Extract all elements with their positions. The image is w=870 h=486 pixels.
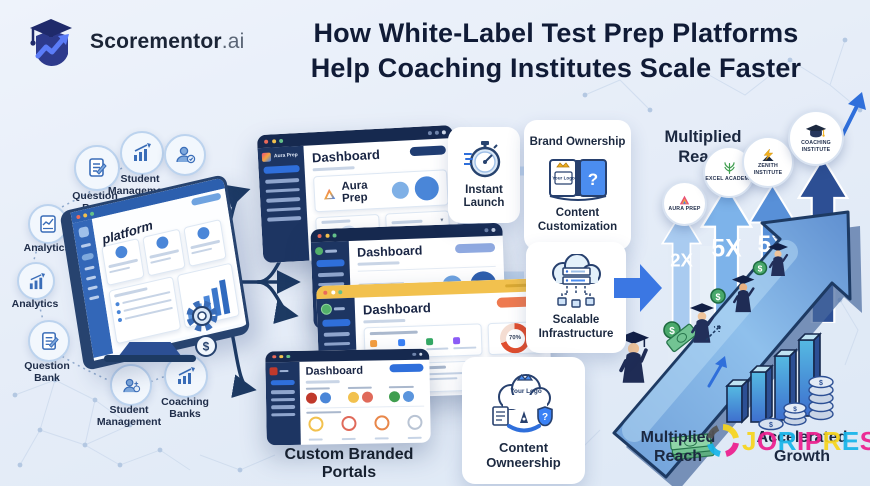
student-profile-icon xyxy=(176,146,196,164)
question-bank-feature-2 xyxy=(28,320,70,362)
feature-label: Student Management xyxy=(96,404,162,429)
svg-text:$: $ xyxy=(793,406,797,413)
brand-logo-block: Scorementor.ai xyxy=(22,14,245,70)
svg-text:$: $ xyxy=(758,264,763,274)
multiplier-5x: 5X xyxy=(711,236,742,263)
content-ownership-card: Your Logo ? Content Owneership xyxy=(462,357,585,484)
custom-branded-portals-label: Custom Branded Portals xyxy=(284,446,414,481)
sidebar-brand-label: Aura Prep xyxy=(273,151,298,160)
scalable-infrastructure-label: Scalable Infrastructure xyxy=(538,314,614,340)
instant-launch-card: Instant Launch xyxy=(448,127,520,223)
growth-chart-icon xyxy=(134,143,151,161)
badge-coaching-institute: COACHING INSTITUTE xyxy=(788,110,844,166)
brand-name: Scorementor.ai xyxy=(90,30,245,53)
watermark-text: JORIPRESS xyxy=(742,425,870,456)
aura-prep-badge-icon xyxy=(679,195,690,205)
growth-bar-chart: $ $ $ xyxy=(707,332,834,431)
graduate-figure xyxy=(618,331,649,383)
svg-text:$: $ xyxy=(769,422,773,429)
aura-prep-logo-icon xyxy=(324,188,336,200)
dashboard-heading: Dashboard xyxy=(305,364,364,378)
question-mark-glyph: ? xyxy=(587,170,597,189)
diagonal-growth-arrow: $ $ $ xyxy=(612,210,862,486)
students-icon xyxy=(122,378,140,392)
page-title: How White-Label Test Prep Platforms Help… xyxy=(258,16,854,86)
content-ownership-label: Content Owneership xyxy=(486,439,561,470)
badge-zenith-institute: ZENITH INSTITUTE xyxy=(742,136,794,188)
dollar-coin-icon: $ xyxy=(195,335,217,357)
aura-prep-brand-name: Aura Prep xyxy=(341,179,368,205)
dashboard-card-fourth: Dashboard xyxy=(265,348,431,446)
dashboard-heading: Dashboard xyxy=(362,300,432,318)
feature-label: Analytics xyxy=(11,298,59,310)
feature-label: Question Bank xyxy=(24,360,70,385)
content-customization-label: Content Customization xyxy=(537,207,618,233)
badge-aura-prep: AURA PREP xyxy=(662,181,707,226)
badge-name: AURA PREP xyxy=(668,205,701,212)
donut-value: 70% xyxy=(505,328,525,348)
dollar-coin-icon: $ xyxy=(752,260,768,276)
dashboard-heading: Dashboard xyxy=(356,243,423,260)
your-logo-text: Your Logo xyxy=(552,176,575,181)
trend-chart-icon xyxy=(178,367,195,384)
dashboard-heading: Dashboard xyxy=(311,146,381,166)
svg-text:$: $ xyxy=(715,292,720,302)
graduate-figure xyxy=(690,303,715,343)
transition-arrow-icon xyxy=(614,264,662,312)
cloud-crown-logo-icon: Your Logo ? xyxy=(491,373,553,433)
scorementor-logo-icon xyxy=(30,19,72,67)
instant-launch-label: Instant Launch xyxy=(463,183,505,209)
zenith-institute-badge-icon xyxy=(762,148,774,162)
watermark-logo-icon xyxy=(707,424,739,457)
question-bank-feature xyxy=(74,145,120,191)
feature-label: Analytics xyxy=(23,242,71,254)
brand-ownership-card: Brand Ownership Your Logo ? Content Cust… xyxy=(524,120,631,250)
gear-and-coin-decor: $ xyxy=(186,300,218,357)
graduation-cap-icon xyxy=(805,124,827,138)
document-edit-icon xyxy=(89,158,107,177)
coin-stack-icon: $ xyxy=(783,402,807,426)
cloud-server-icon xyxy=(552,254,601,308)
analytics-feature-2 xyxy=(17,262,55,300)
document-edit-icon xyxy=(41,331,59,350)
title-line-2: Help Coaching Institutes Scale Faster xyxy=(310,53,802,84)
svg-text:$: $ xyxy=(203,340,210,354)
excel-academy-badge-icon xyxy=(723,162,735,174)
branded-book-icon: Your Logo ? xyxy=(548,159,607,202)
money-bill-stack xyxy=(669,433,715,461)
multiplied-reach-bottom-label: Multiplied Reach xyxy=(640,429,716,466)
student-profile-feature xyxy=(164,134,206,176)
dollar-coin-icon: $ xyxy=(758,417,784,431)
student-management-feature-2 xyxy=(110,364,152,406)
small-up-arrow-icon xyxy=(707,356,727,388)
bar-chart-icon xyxy=(29,272,45,289)
scalable-infrastructure-card: Scalable Infrastructure xyxy=(526,242,626,353)
stopwatch-icon xyxy=(464,140,501,177)
brand-ownership-label: Brand Ownership xyxy=(529,136,626,149)
multiplier-2x: 2X xyxy=(670,250,693,271)
dashboard-card-aura: Aura Prep Dashboard Aura Prep ▾ xyxy=(256,124,460,264)
accelerated-growth-label: Accelerated Growth xyxy=(756,429,848,466)
gear-icon xyxy=(186,300,218,332)
coin-stack-icon: $ xyxy=(808,375,834,421)
report-chart-icon xyxy=(40,215,56,233)
graduate-figure xyxy=(768,243,789,276)
monitor-base xyxy=(104,355,196,362)
brand-tld: .ai xyxy=(221,30,245,53)
dollar-coin-icon: $ xyxy=(710,288,726,304)
student-management-feature xyxy=(120,131,164,175)
badge-name: ZENITH INSTITUTE xyxy=(753,163,783,176)
svg-text:$: $ xyxy=(669,326,675,337)
feature-label: Coaching Banks xyxy=(161,396,209,421)
watermark: JORIPRESS xyxy=(706,424,870,458)
badge-name: COACHING INSTITUTE xyxy=(801,140,831,153)
question-mark-glyph: ? xyxy=(541,412,547,423)
monitor-stand xyxy=(118,342,182,357)
svg-text:$: $ xyxy=(819,380,823,387)
badge-name: EXCEL ACADEMY xyxy=(705,175,753,182)
growth-arrow-2x: 2X xyxy=(660,212,703,342)
title-line-1: How White-Label Test Prep Platforms xyxy=(313,18,799,48)
your-logo-text: Your Logo xyxy=(510,388,542,395)
